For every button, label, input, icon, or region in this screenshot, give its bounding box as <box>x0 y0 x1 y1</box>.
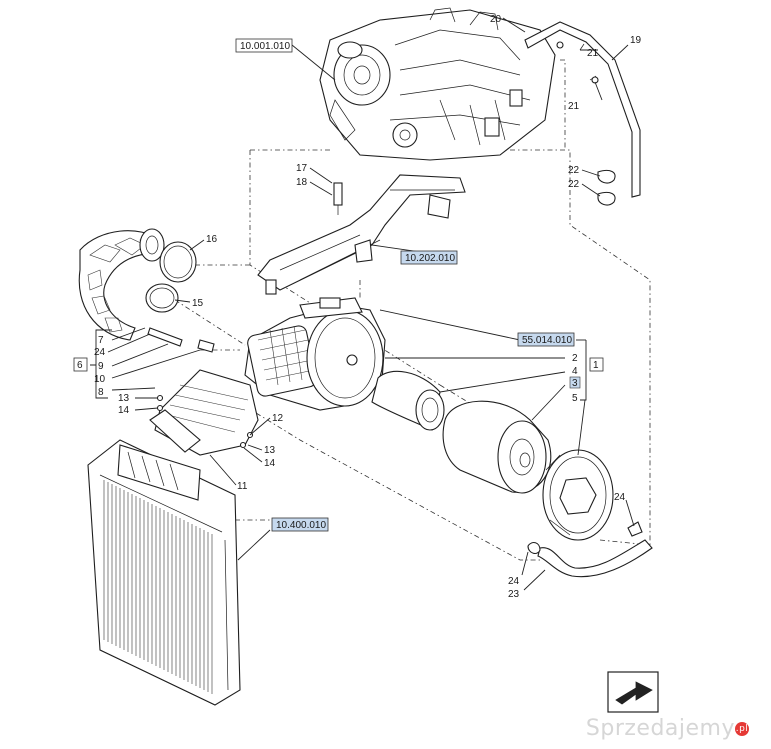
watermark-logo-dot: .pl <box>735 722 749 736</box>
callout-17: 17 <box>296 163 308 174</box>
callout-19: 19 <box>630 35 642 46</box>
group-labels: 6 1 3 <box>73 357 604 389</box>
reference-boxes: 10.001.010 10.202.010 55.014.010 10.400.… <box>235 38 575 532</box>
air-filter-housing <box>244 297 386 411</box>
callout-16: 16 <box>206 234 218 245</box>
ref-radiator-label: 10.400.010 <box>276 520 326 531</box>
ref-air-filter-label: 55.014.010 <box>522 335 572 346</box>
callout-15: 15 <box>192 298 204 309</box>
forward-arrow-icon <box>607 671 659 713</box>
callout-14-right: 14 <box>264 458 276 469</box>
end-cover <box>542 449 614 541</box>
group-label-3-highlight: 3 <box>572 378 578 389</box>
callout-24-right: 24 <box>614 492 626 503</box>
ref-engine-label: 10.001.010 <box>240 41 290 52</box>
air-duct <box>149 369 259 456</box>
callout-10: 10 <box>94 374 106 385</box>
callout-2: 2 <box>572 353 578 364</box>
radiator <box>87 439 241 706</box>
callout-13-right: 13 <box>264 445 276 456</box>
callout-numbers: 20 21 21 19 22 22 17 18 16 15 7 24 9 10 … <box>94 14 642 600</box>
callout-18: 18 <box>296 177 308 188</box>
ref-frame-label: 10.202.010 <box>405 253 455 264</box>
callout-24-left: 24 <box>94 347 106 358</box>
callout-4: 4 <box>572 366 578 377</box>
watermark-text: Sprzedajemy <box>585 716 735 741</box>
intake-hose <box>78 228 215 353</box>
callout-23: 23 <box>508 589 520 600</box>
support-frame <box>257 174 466 295</box>
callout-12: 12 <box>272 413 284 424</box>
callout-24-bottom: 24 <box>508 576 520 587</box>
hose-19 <box>524 21 641 206</box>
main-filter-element-highlighted <box>442 400 552 494</box>
callout-7: 7 <box>98 335 104 346</box>
ref-box-air-filter[interactable]: 55.014.010 <box>517 332 575 347</box>
callout-14-left: 14 <box>118 405 130 416</box>
callout-9: 9 <box>98 361 104 372</box>
ref-box-radiator[interactable]: 10.400.010 <box>271 517 329 532</box>
drain-hose <box>527 521 653 578</box>
inner-filter-element <box>371 370 445 431</box>
leader-lines <box>90 17 635 591</box>
callout-22-top: 22 <box>568 165 580 176</box>
engine-assembly <box>319 7 556 161</box>
callout-5: 5 <box>572 393 578 404</box>
ref-box-frame[interactable]: 10.202.010 <box>400 250 458 265</box>
callout-8: 8 <box>98 387 104 398</box>
callout-11: 11 <box>237 481 248 492</box>
callout-21-top: 21 <box>587 48 599 59</box>
callout-21-bottom: 21 <box>568 101 580 112</box>
ref-box-engine[interactable]: 10.001.010 <box>235 38 293 53</box>
callout-20: 20 <box>490 14 502 25</box>
callout-13-left: 13 <box>118 393 130 404</box>
callout-22-bottom: 22 <box>568 179 580 190</box>
group-label-1: 1 <box>593 360 599 371</box>
group-label-6: 6 <box>77 360 83 371</box>
watermark: Sprzedajemy.pl <box>586 716 749 741</box>
